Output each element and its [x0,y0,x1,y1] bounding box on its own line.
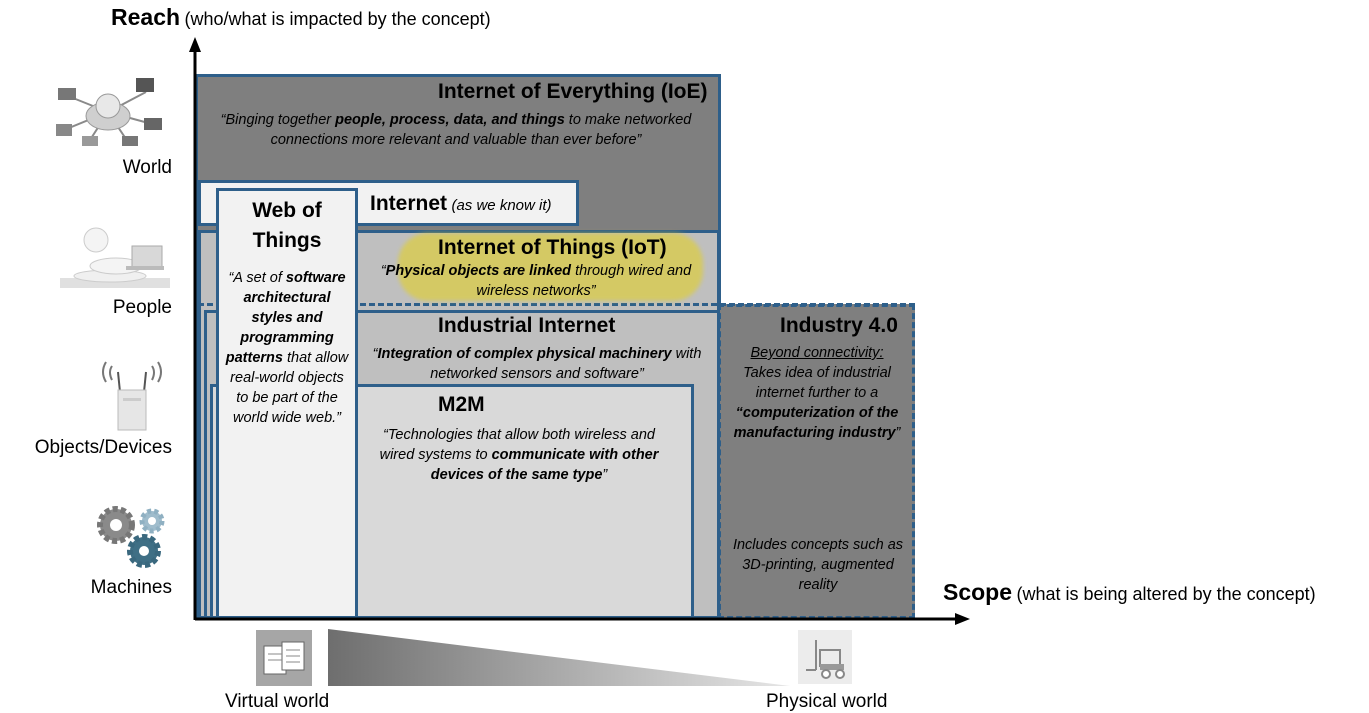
m2m-title: M2M [438,393,485,416]
iot-quote-c: through wired and wireless networks” [476,263,692,299]
ioe-quote: “Binging together people, process, data,… [205,110,707,150]
industry40-box [718,304,915,619]
ioe-quote-b: people, process, data, and things [335,112,565,128]
virtual-world-label: Virtual world [225,691,330,712]
internet-note: (as we know it) [451,197,552,214]
wot-quote-b: software architectural styles and progra… [225,270,346,366]
m2m-quote-a: “Technologies that allow both wireless a… [379,427,655,463]
industrial-quote-a: “ [372,346,378,362]
iot-title: Internet of Things (IoT) [438,236,667,259]
iot-quote: “Physical objects are linked through wir… [366,261,706,301]
industrial-quote: “Integration of complex physical machine… [364,344,710,384]
industry40-underline: Beyond connectivity: [750,345,884,361]
wot-quote: “A set of software architectural styles … [224,268,350,428]
wot-quote-c: that allow real-world objects to be part… [230,350,349,426]
y-axis-title-note: (who/what is impacted by the concept) [184,9,491,29]
wireless-router-icon [102,361,162,431]
x-axis-arrow [955,613,970,625]
y-axis-title: Reach (who/what is impacted by the conce… [111,4,491,31]
industrial-quote-b: Integration of complex physical machiner… [377,346,672,362]
wot-quote-a: “A set of [228,270,286,286]
industry40-extra: Includes concepts such as 3D-printing, a… [732,537,904,593]
iot-quote-a: “ [380,263,386,279]
y-axis-arrow [189,37,201,52]
level-objects-label: Objects/Devices [34,437,172,458]
ioe-quote-a: “Binging together [220,112,336,128]
internet-title: Internet [370,192,448,215]
iot-quote-b: Physical objects are linked [385,263,572,279]
level-people-label: People [112,297,172,318]
industry40-title: Industry 4.0 [780,314,898,337]
gears-icon [97,506,165,568]
m2m-quote: “Technologies that allow both wireless a… [366,425,672,485]
documents-icon [256,630,312,686]
m2m-quote-b: communicate with other devices of the sa… [430,447,659,483]
globe-network-icon [56,78,162,146]
ioe-title: Internet of Everything (IoE) [438,80,708,103]
physical-world-label: Physical world [766,691,888,712]
industry40-quote-b: “computerization of the manufacturing in… [733,405,899,441]
industry40-quote-c: ” [895,425,901,441]
x-axis-title-main: Scope [943,579,1013,605]
dashed-divider [198,303,915,306]
iot-highlight [398,233,703,301]
forklift-icon-graphic [806,640,845,679]
y-axis-title-main: Reach [111,4,181,30]
m2m-quote-c: ” [602,467,608,483]
industrial-title: Industrial Internet [438,314,616,337]
level-machines-label: Machines [90,577,172,598]
industry40-quote-a: Takes idea of industrial internet furthe… [743,365,891,401]
documents-icon-graphic [263,641,305,675]
wot-title: Web of Things [252,199,322,252]
internet-label: Internet (as we know it) [370,191,580,217]
wot-box [216,188,358,619]
person-laptop-icon [60,227,170,288]
industry40-quote: Takes idea of industrial internet furthe… [726,363,908,443]
level-world-label: World [122,157,172,178]
industrial-quote-c: with networked sensors and software” [430,346,702,382]
x-axis-title-note: (what is being altered by the concept) [1016,584,1316,604]
ioe-quote-c: to make networked connections more relev… [270,112,692,148]
x-axis-title: Scope (what is being altered by the conc… [943,579,1316,606]
virtual-physical-wedge [328,629,790,686]
forklift-icon [798,630,852,684]
